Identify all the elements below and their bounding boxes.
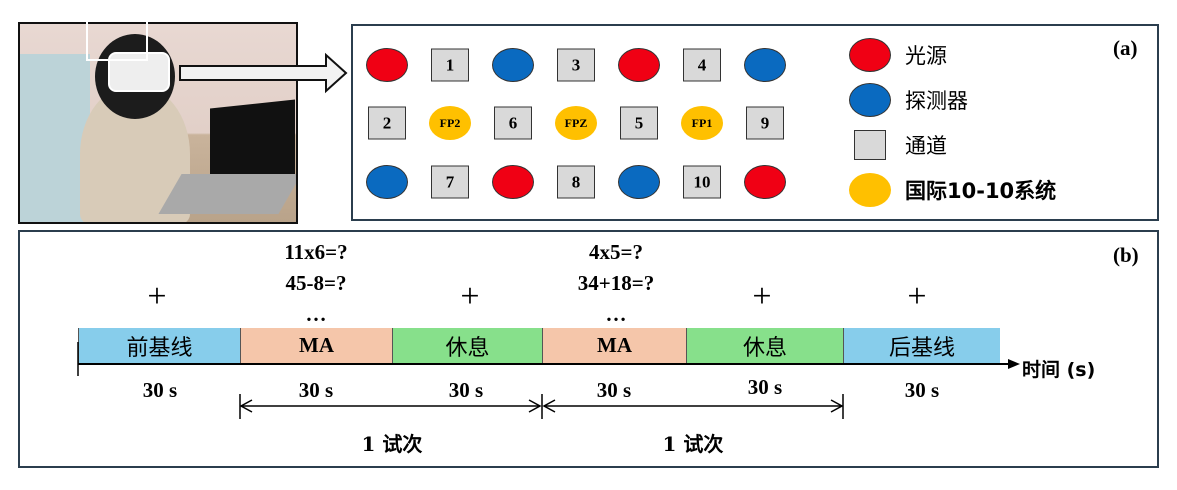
segment-ma: MA — [542, 328, 686, 363]
task-question: 11x6=? — [284, 240, 348, 264]
panel-b-label: (b) — [1113, 243, 1139, 267]
fixation-cross: + — [460, 278, 480, 315]
legend-detector-icon — [849, 83, 891, 117]
trial-label: 1 试次 — [361, 432, 423, 456]
duration-label: 30 s — [904, 378, 940, 402]
legend-channel-icon — [854, 130, 886, 160]
panel-a — [351, 24, 1159, 221]
fnirs-device — [108, 52, 170, 92]
detector — [366, 165, 408, 199]
fixation-cross: + — [147, 278, 167, 315]
fixation-cross: + — [752, 278, 772, 315]
detector — [618, 165, 660, 199]
eeg-position: FP2 — [429, 106, 471, 140]
light-source — [618, 48, 660, 82]
duration-label: 30 s — [747, 375, 783, 399]
light-source — [366, 48, 408, 82]
legend-detector: 探测器 — [905, 89, 968, 113]
detector — [744, 48, 786, 82]
arrow — [86, 9, 348, 94]
detector — [492, 48, 534, 82]
channel: 5 — [620, 106, 658, 140]
channel: 2 — [368, 106, 406, 140]
channel: 6 — [494, 106, 532, 140]
channel: 1 — [431, 48, 469, 82]
duration-label: 30 s — [142, 378, 178, 402]
wall-tile — [20, 54, 90, 222]
fixation-cross: + — [907, 278, 927, 315]
trial-label: 1 试次 — [662, 432, 724, 456]
arrow-right-icon — [179, 52, 348, 94]
duration-label: 30 s — [448, 378, 484, 402]
panel-a-label: (a) — [1113, 36, 1138, 60]
task-question: 45-8=? — [285, 271, 347, 295]
channel: 8 — [557, 165, 595, 199]
channel: 4 — [683, 48, 721, 82]
task-question: 4x5=? — [589, 240, 643, 264]
legend-system: 国际10-10系统 — [905, 179, 1057, 203]
channel: 9 — [746, 106, 784, 140]
channel: 7 — [431, 165, 469, 199]
duration-label: 30 s — [596, 378, 632, 402]
channel: 3 — [557, 48, 595, 82]
trial-brackets — [239, 394, 844, 419]
segment-ma: MA — [240, 328, 392, 363]
segment-pre-baseline: 前基线 — [78, 328, 240, 363]
legend-system-icon — [849, 173, 891, 207]
legend-source: 光源 — [905, 44, 947, 68]
segment-rest: 休息 — [392, 328, 542, 363]
channel: 10 — [683, 165, 721, 199]
task-ellipsis: … — [605, 302, 627, 326]
light-source — [744, 165, 786, 199]
legend-source-icon — [849, 38, 891, 72]
experiment-photo — [18, 22, 298, 224]
device-highlight — [86, 9, 148, 61]
task-question: 34+18=? — [577, 271, 655, 295]
axis-label: 时间 (s) — [1022, 359, 1096, 381]
task-ellipsis: … — [305, 302, 327, 326]
segment-post-baseline: 后基线 — [843, 328, 1000, 363]
legend-channel: 通道 — [905, 134, 947, 158]
light-source — [492, 165, 534, 199]
eeg-position: FPZ — [555, 106, 597, 140]
duration-label: 30 s — [298, 378, 334, 402]
segment-rest: 休息 — [686, 328, 843, 363]
panel-b — [18, 230, 1159, 468]
eeg-position: FP1 — [681, 106, 723, 140]
